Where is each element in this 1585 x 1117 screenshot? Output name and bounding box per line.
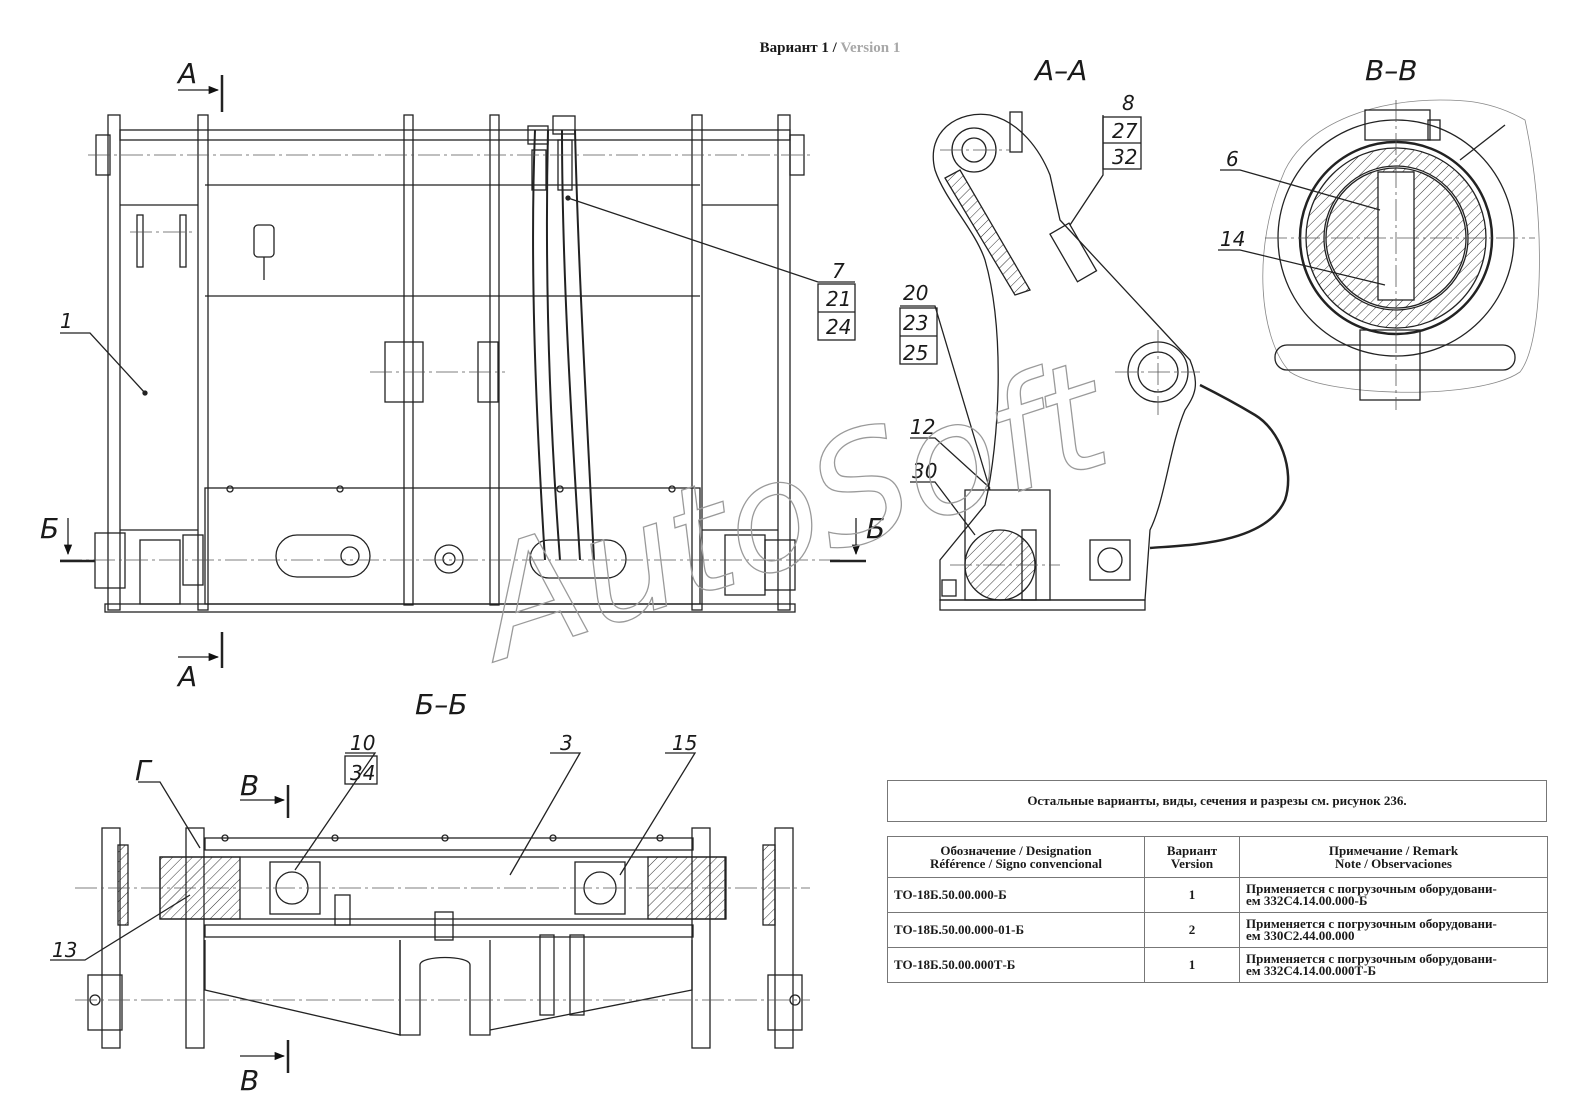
callout-30: 30 — [912, 459, 937, 483]
section-vv-view — [1218, 99, 1540, 410]
variant-ru: Вариант 1 — [759, 40, 829, 56]
callout-8: 8 — [1122, 91, 1135, 115]
callout-6: 6 — [1226, 147, 1239, 171]
variants-table: Обозначение / Designation Référence / Si… — [887, 836, 1548, 983]
callout-10: 10 — [350, 731, 375, 755]
table-row: ТО-18Б.50.00.000-Б 1 Применяется с погру… — [887, 877, 1548, 913]
section-vv-title: В–В — [1365, 54, 1417, 87]
section-bb-view — [50, 752, 810, 1073]
callout-27: 27 — [1112, 119, 1138, 143]
section-bb-title: Б–Б — [415, 688, 467, 721]
table-row: ТО-18Б.50.00.000Т-Б 1 Применяется с погр… — [887, 947, 1548, 983]
detail-g-label: Г — [135, 754, 153, 787]
section-v-bottom-label: В — [240, 1064, 259, 1097]
header-remark: Примечание / Remark Note / Observaciones — [1239, 836, 1548, 878]
section-a-top-label: А — [176, 57, 197, 90]
callout-32: 32 — [1112, 145, 1137, 169]
row-designation: ТО-18Б.50.00.000-01-Б — [887, 912, 1145, 948]
row-version: 2 — [1144, 912, 1240, 948]
callout-23: 23 — [903, 311, 928, 335]
table-header-row: Обозначение / Designation Référence / Si… — [887, 836, 1548, 878]
row-remark: Применяется с погрузочным оборудовани- е… — [1239, 947, 1548, 983]
table-row: ТО-18Б.50.00.000-01-Б 2 Применяется с по… — [887, 912, 1548, 948]
row-designation: ТО-18Б.50.00.000-Б — [887, 877, 1145, 913]
main-front-view — [60, 75, 866, 668]
callout-21: 21 — [826, 287, 851, 311]
section-a-bottom-label: А — [176, 660, 197, 693]
section-b-right-label: Б — [866, 512, 885, 545]
note-box: Остальные варианты, виды, сечения и разр… — [887, 780, 1547, 822]
callout-1: 1 — [60, 309, 73, 333]
callout-20: 20 — [903, 281, 928, 305]
row-designation: ТО-18Б.50.00.000Т-Б — [887, 947, 1145, 983]
drawing-header: Вариант 1 / Version 1 — [0, 40, 1585, 57]
note-text: Остальные варианты, виды, сечения и разр… — [1027, 793, 1407, 808]
section-aa-title: А–А — [1033, 54, 1087, 87]
callout-7: 7 — [832, 259, 845, 283]
header-designation: Обозначение / Designation Référence / Si… — [887, 836, 1145, 878]
row-remark: Применяется с погрузочным оборудовани- е… — [1239, 877, 1548, 913]
callout-14: 14 — [1220, 227, 1245, 251]
callout-25: 25 — [903, 341, 928, 365]
section-b-left-label: Б — [40, 512, 59, 545]
row-version: 1 — [1144, 877, 1240, 913]
callout-12: 12 — [910, 415, 935, 439]
header-version: Вариант Version — [1144, 836, 1240, 878]
callout-24: 24 — [826, 315, 851, 339]
section-v-top-label: В — [240, 769, 259, 802]
callout-3: 3 — [560, 731, 573, 755]
variant-separator: / — [828, 40, 841, 56]
row-remark: Применяется с погрузочным оборудовани- е… — [1239, 912, 1548, 948]
callout-34: 34 — [350, 761, 375, 785]
row-version: 1 — [1144, 947, 1240, 983]
callout-15: 15 — [672, 731, 697, 755]
variant-en: Version 1 — [840, 40, 901, 56]
callout-13: 13 — [52, 938, 77, 962]
section-aa-view — [899, 111, 1290, 611]
